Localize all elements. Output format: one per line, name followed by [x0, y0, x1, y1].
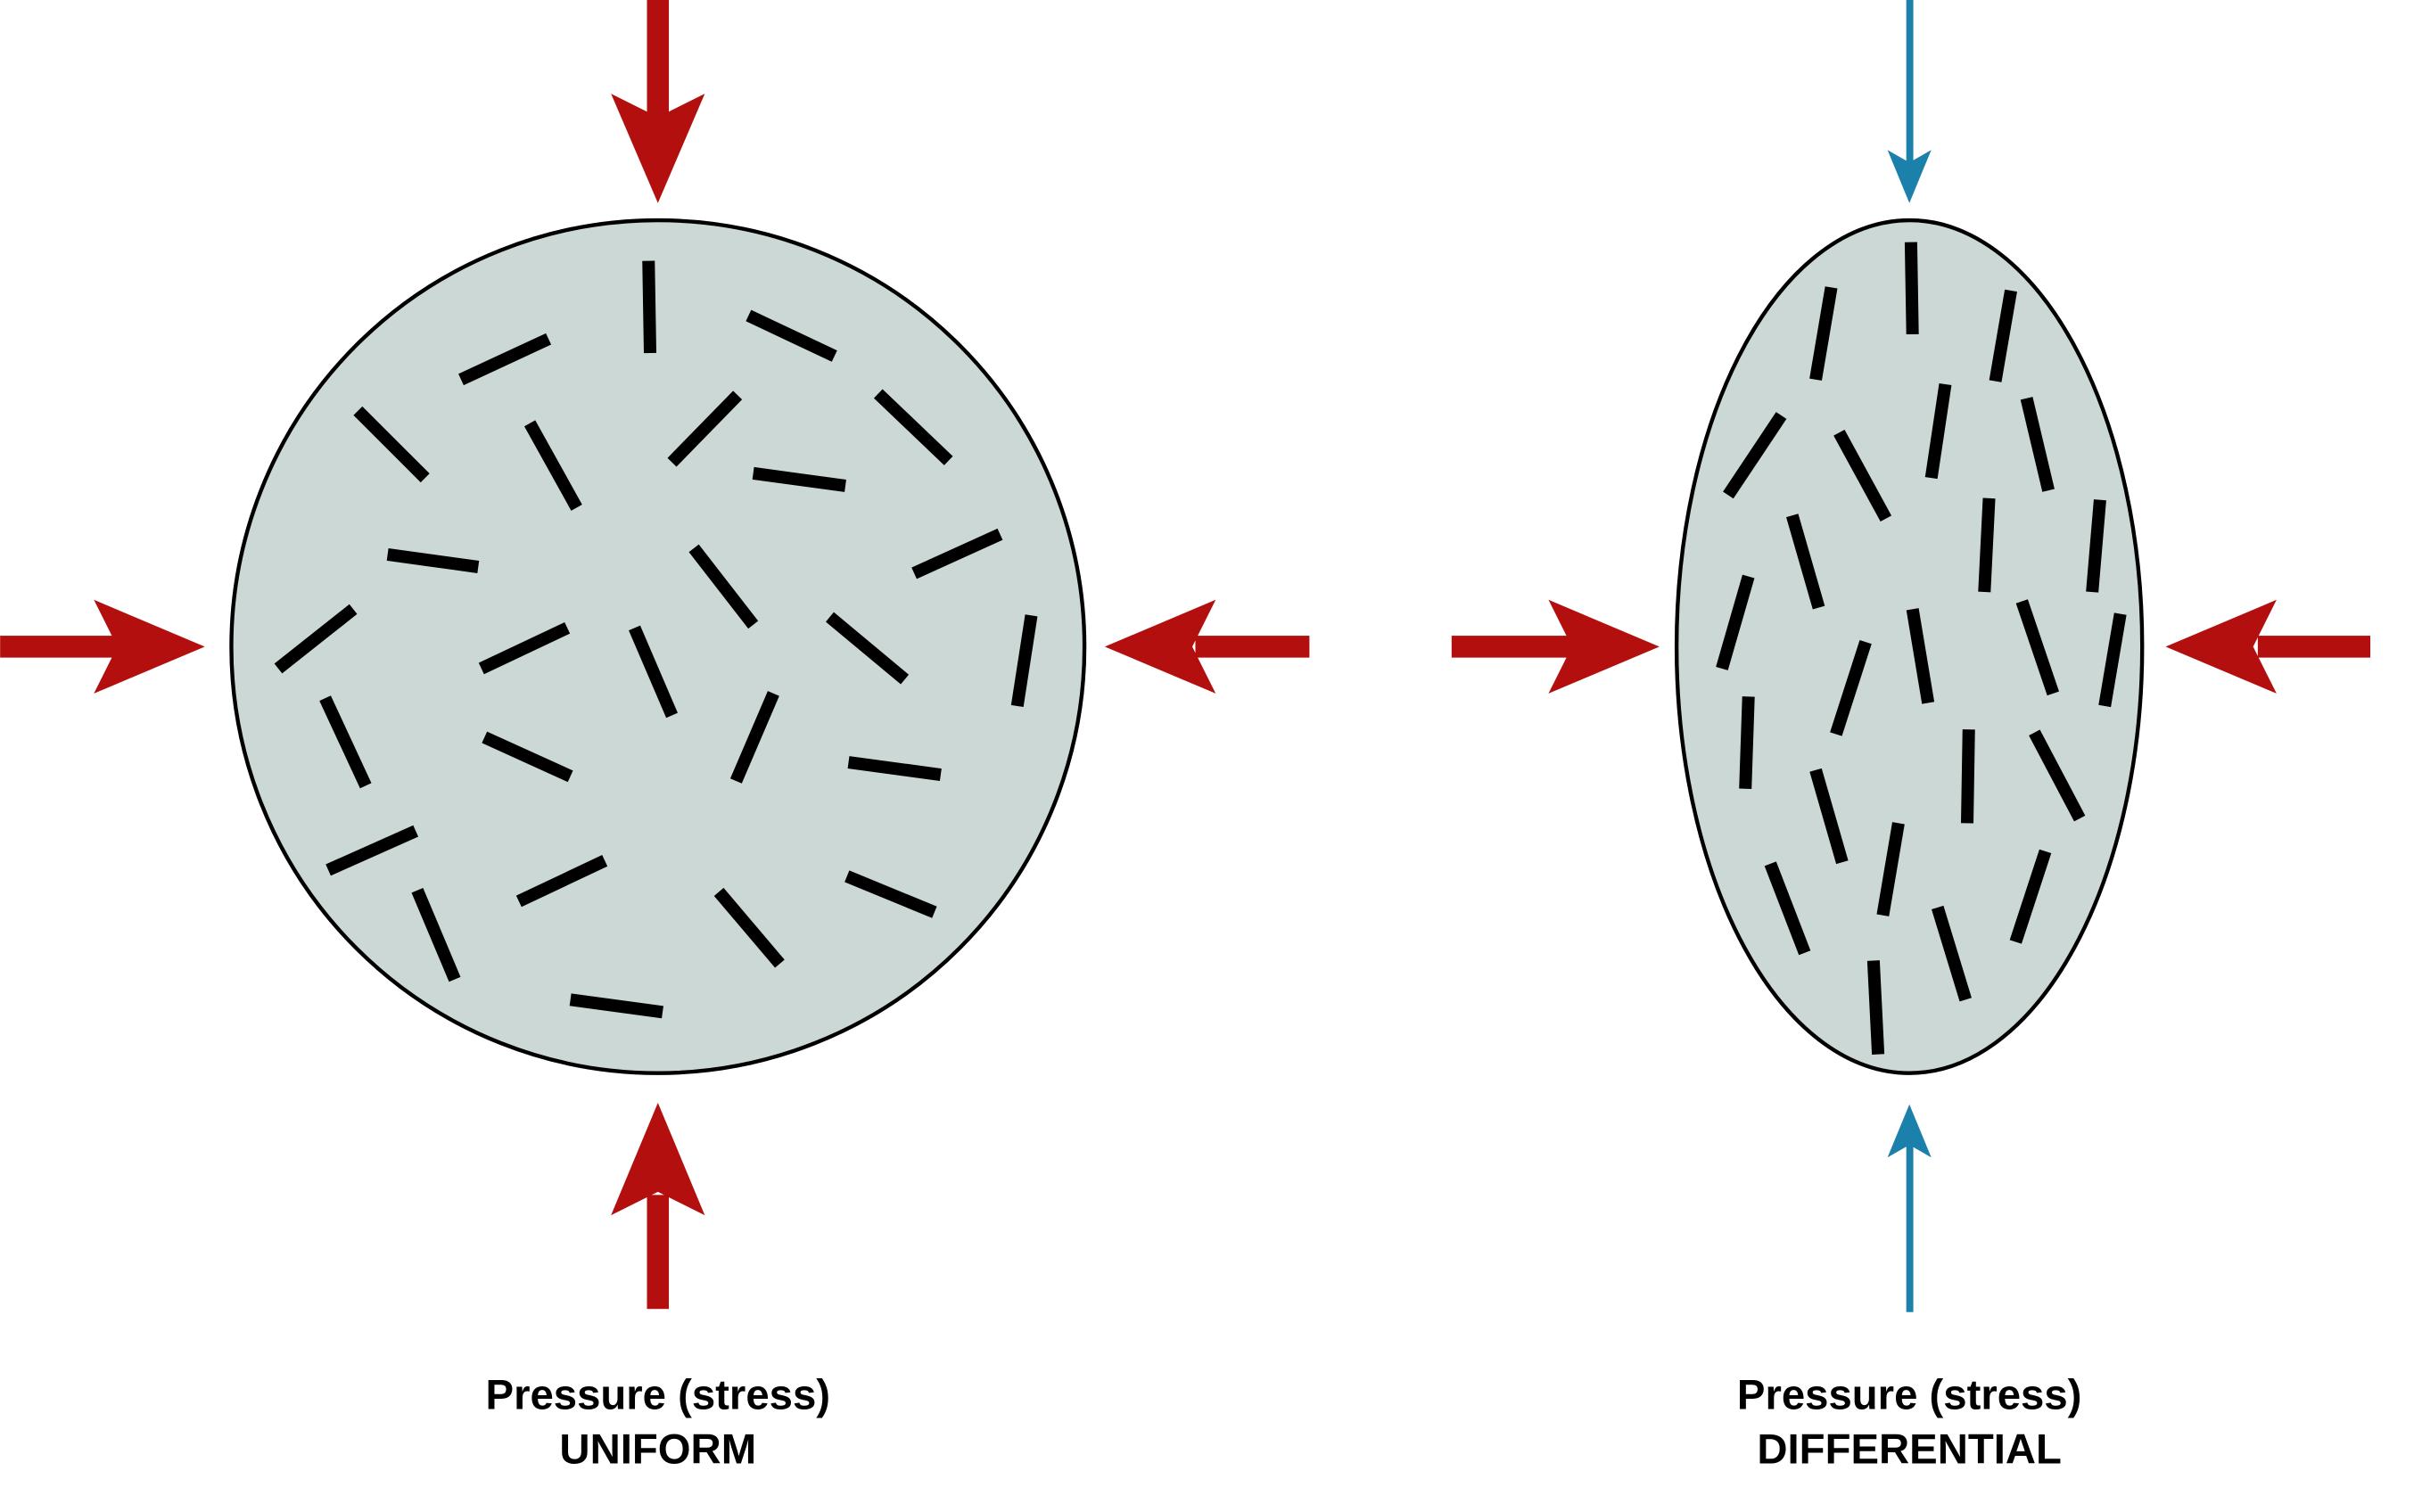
mineral-grain	[2029, 729, 2086, 822]
label-differential: DIFFERENTIAL	[1757, 1426, 2062, 1474]
mineral-grain	[844, 870, 937, 918]
mineral-grain	[746, 309, 837, 362]
mineral-grain	[1833, 429, 1892, 522]
arrow-right	[1104, 599, 1310, 694]
mineral-grain	[274, 604, 358, 674]
mineral-grain	[911, 528, 1003, 579]
mineral-grain	[386, 548, 480, 573]
mineral-grain	[1010, 614, 1038, 708]
label-pressure: Pressure (stress)	[1737, 1371, 2081, 1418]
mineral-grain	[667, 390, 743, 467]
mineral-grain	[642, 260, 657, 354]
mineral-grain	[826, 612, 910, 685]
mineral-grain	[1876, 822, 1905, 916]
arrow-left-large	[1451, 599, 1660, 694]
rock-body-ellipse	[1674, 218, 2145, 1075]
mineral-grain	[1989, 289, 2017, 382]
mineral-grain	[2009, 849, 2052, 944]
arrow-right-large	[2165, 599, 2371, 694]
mineral-grain	[1809, 768, 1849, 865]
mineral-grain	[1866, 960, 1885, 1055]
mineral-grain	[729, 691, 779, 784]
mineral-grain	[325, 825, 419, 876]
mineral-grain	[482, 731, 573, 783]
arrow-bottom	[611, 1102, 705, 1310]
mineral-grain	[2086, 499, 2106, 593]
rock-body-circle	[229, 218, 1087, 1075]
arrow-left	[0, 599, 205, 694]
mineral-grain	[1932, 905, 1972, 1002]
mineral-grain	[1960, 729, 1975, 824]
mineral-grain	[523, 420, 582, 511]
mineral-grain	[319, 695, 372, 789]
mineral-grains-random	[274, 260, 1038, 1019]
mineral-grain	[688, 544, 759, 629]
mineral-grain	[1786, 514, 1825, 610]
mineral-grain	[752, 466, 846, 492]
uniform-pressure-diagram: Pressure (stress) UNIFORM	[0, 0, 1310, 1474]
arrow-top-small	[1887, 0, 1932, 203]
mineral-grain	[1739, 696, 1755, 790]
mineral-grains-aligned	[1716, 242, 2127, 1055]
mineral-grain	[1906, 608, 1935, 704]
label-pressure: Pressure (stress)	[486, 1371, 830, 1418]
mineral-grain	[478, 621, 571, 675]
label-uniform: UNIFORM	[559, 1426, 756, 1474]
differential-pressure-diagram: Pressure (stress) DIFFERENTIAL	[1451, 0, 2371, 1474]
mineral-grain	[1978, 497, 1996, 593]
mineral-grain	[1723, 412, 1787, 499]
mineral-grain	[353, 406, 430, 483]
mineral-grain	[569, 993, 663, 1019]
mineral-grain	[713, 887, 785, 968]
mineral-grain	[1904, 242, 1919, 335]
mineral-grain	[411, 887, 461, 982]
mineral-grain	[2015, 599, 2060, 696]
mineral-grain	[629, 625, 678, 719]
arrow-bottom-small	[1887, 1104, 1932, 1312]
mineral-grain	[1809, 286, 1838, 381]
mineral-grain	[1716, 574, 1755, 670]
mineral-grain	[873, 389, 953, 465]
mineral-grain	[2098, 612, 2127, 708]
mineral-grain	[847, 756, 942, 781]
mineral-grain	[1764, 861, 1811, 956]
mineral-grain	[1830, 639, 1872, 736]
mineral-grain	[2020, 397, 2055, 492]
arrow-top	[611, 0, 705, 203]
mineral-grain	[515, 855, 608, 908]
mineral-grain	[458, 333, 552, 386]
mineral-grain	[1924, 382, 1952, 480]
